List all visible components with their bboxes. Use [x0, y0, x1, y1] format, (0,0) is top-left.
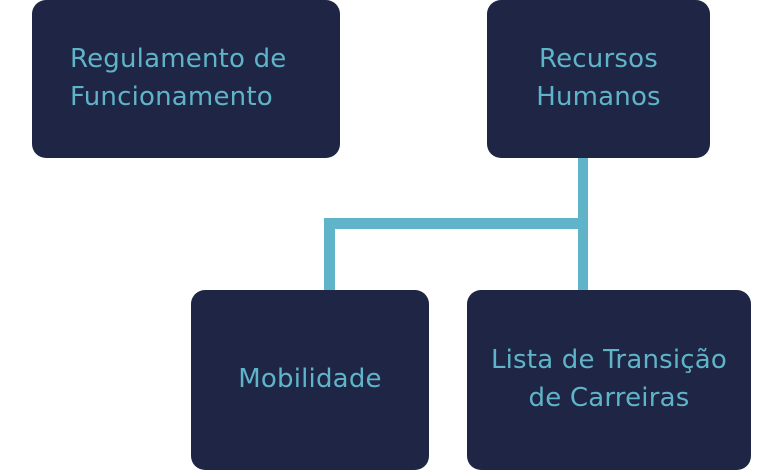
- node-lista-line2: de Carreiras: [528, 383, 690, 413]
- node-lista-de-transicao-de-carreiras: Lista de Transição de Carreiras: [467, 290, 751, 470]
- node-lista-label: Lista de Transição de Carreiras: [481, 342, 737, 417]
- connector-horizontal-branch: [324, 218, 588, 229]
- node-recursos-humanos-line2: Humanos: [536, 82, 661, 112]
- node-regulamento-line1: Regulamento de: [70, 44, 287, 75]
- node-mobilidade-label: Mobilidade: [238, 364, 382, 395]
- node-recursos-humanos-label: Recursos Humanos: [526, 41, 671, 116]
- node-regulamento-line2: Funcionamento: [70, 82, 273, 112]
- connector-mobilidade-down: [324, 218, 335, 290]
- node-regulamento-label: Regulamento de Funcionamento: [32, 41, 297, 116]
- node-lista-line1: Lista de Transição: [490, 345, 728, 376]
- node-regulamento-de-funcionamento: Regulamento de Funcionamento: [32, 0, 340, 158]
- node-recursos-humanos-line1: Recursos: [539, 44, 658, 75]
- node-mobilidade: Mobilidade: [191, 290, 429, 470]
- node-recursos-humanos: Recursos Humanos: [487, 0, 710, 158]
